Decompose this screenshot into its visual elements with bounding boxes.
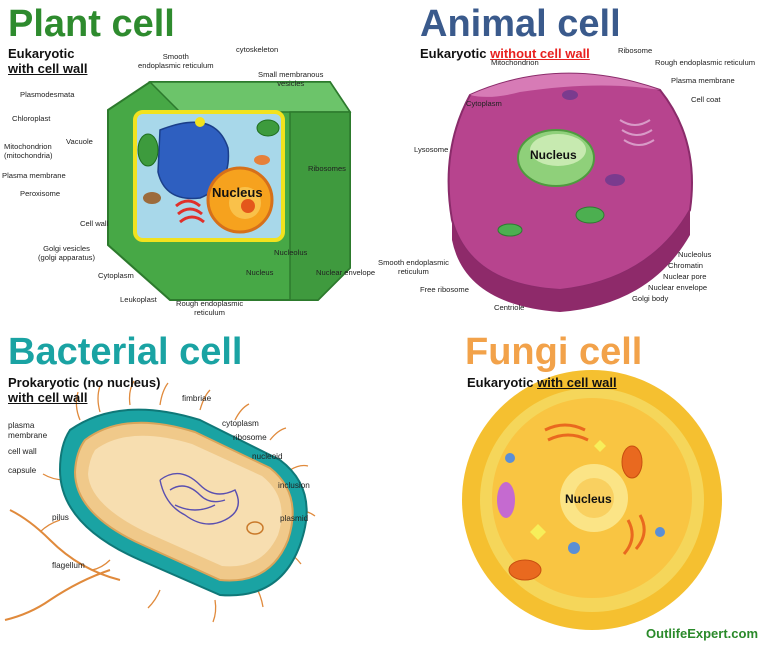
fungi-sub-underlined: with cell wall: [537, 375, 617, 390]
fungi-nucleus-label: Nucleus: [565, 492, 612, 506]
plant-lbl-nuclear-envelope: Nuclear envelope: [316, 268, 376, 277]
plant-lbl-plasma-membrane: Plasma membrane: [2, 171, 66, 180]
fungi-sub-prefix: Eukaryotic: [467, 375, 534, 390]
plant-lbl-ribosomes: Ribosomes: [308, 164, 346, 173]
bact-lbl-flagellum: flagellum: [52, 561, 85, 570]
bact-lbl-nucleoid: nucleoid: [252, 452, 283, 461]
animal-lbl-centriole: Centriole: [494, 303, 525, 312]
animal-lbl-free-ribosome: Free ribosome: [420, 285, 469, 294]
animal-sub-prefix: Eukaryotic: [420, 46, 487, 61]
animal-lbl-nuclear-envelope: Nuclear envelope: [648, 283, 708, 292]
animal-sub: Eukaryotic without cell wall: [420, 46, 590, 61]
animal-sub-red: without cell wall: [490, 46, 590, 61]
bact-lbl-ribosome: ribosome: [233, 433, 267, 442]
plant-lbl-smooth-er: Smooth endoplasmic reticulum: [138, 52, 214, 70]
animal-cell-drawing: [447, 72, 693, 312]
plant-sub-2: with cell wall: [8, 61, 88, 76]
plant-lbl-chloroplast: Chloroplast: [12, 114, 51, 123]
animal-lbl-plasma-membrane: Plasma membrane: [671, 76, 735, 85]
bacterial-cell-title: Bacterial cell: [8, 331, 243, 373]
fungi-sub: Eukaryotic with cell wall: [467, 375, 617, 390]
plant-nucleus-label: Nucleus: [212, 185, 263, 200]
bact-lbl-inclusion: inclusion: [278, 481, 310, 490]
plant-lbl-vesicles: Small membranous vesicles: [258, 70, 324, 88]
bact-lbl-cytoplasm: cytoplasm: [222, 419, 259, 428]
bact-lbl-capsule: capsule: [8, 466, 37, 475]
plant-cell-title: Plant cell: [8, 3, 175, 45]
animal-lbl-mitochondrion: Mitochondrion: [491, 58, 539, 67]
plant-lbl-leukoplast: Leukoplast: [120, 295, 157, 304]
plant-sub-1: Eukaryotic: [8, 46, 75, 61]
fungi-cell-drawing: [462, 370, 722, 630]
plant-lbl-cytoplasm: Cytoplasm: [98, 271, 134, 280]
plant-lbl-rough-er: Rough endoplasmic reticulum: [176, 299, 244, 317]
animal-lbl-rough-er: Rough endoplasmic reticulum: [655, 58, 756, 67]
plant-lbl-golgi: Golgi vesicles (golgi apparatus): [38, 244, 95, 262]
animal-lbl-nucleolus: Nucleolus: [678, 250, 712, 259]
animal-lbl-golgi-body: Golgi body: [632, 294, 669, 303]
plant-lbl-vacuole: Vacuole: [66, 137, 93, 146]
fungi-cell-title: Fungi cell: [465, 331, 643, 373]
bact-lbl-pilus: pilus: [52, 513, 69, 522]
plant-lbl-nucleus: Nucleus: [246, 268, 274, 277]
bact-lbl-plasma-membrane: plasma membrane: [8, 421, 48, 440]
animal-lbl-smooth-er: Smooth endoplasmic reticulum: [378, 258, 449, 276]
plant-lbl-cell-wall: Cell wall: [80, 219, 109, 228]
animal-lbl-chromatin: Chromatin: [668, 261, 704, 270]
animal-lbl-cytoplasm: Cytoplasm: [466, 99, 502, 108]
animal-lbl-lysosome: Lysosome: [414, 145, 449, 154]
plant-lbl-cytoskeleton: cytoskeleton: [236, 45, 279, 54]
animal-lbl-ribosome: Ribosome: [618, 46, 653, 55]
plant-lbl-mitochondrion: Mitochondrion (mitochondria): [4, 142, 53, 160]
plant-lbl-nucleolus: Nucleolus: [274, 248, 308, 257]
bacterial-sub-2: with cell wall: [8, 390, 88, 405]
bact-lbl-cell-wall: cell wall: [8, 447, 37, 456]
animal-cell-title: Animal cell: [420, 3, 621, 45]
animal-lbl-nuclear-pore: Nuclear pore: [663, 272, 707, 281]
plant-lbl-peroxisome: Peroxisome: [20, 189, 61, 198]
bact-lbl-fimbriae: fimbriae: [182, 394, 212, 403]
animal-lbl-cell-coat: Cell coat: [691, 95, 721, 104]
bact-lbl-plasmid: plasmid: [280, 514, 309, 523]
plant-cell-drawing: [107, 81, 352, 301]
plant-lbl-plasmodesmata: Plasmodesmata: [20, 90, 75, 99]
bacterial-sub-1: Prokaryotic (no nucleus): [8, 375, 161, 390]
animal-nucleus-label: Nucleus: [530, 148, 577, 162]
site-watermark: OutlifeExpert.com: [646, 626, 758, 641]
bacterial-cell-drawing: [4, 380, 316, 623]
